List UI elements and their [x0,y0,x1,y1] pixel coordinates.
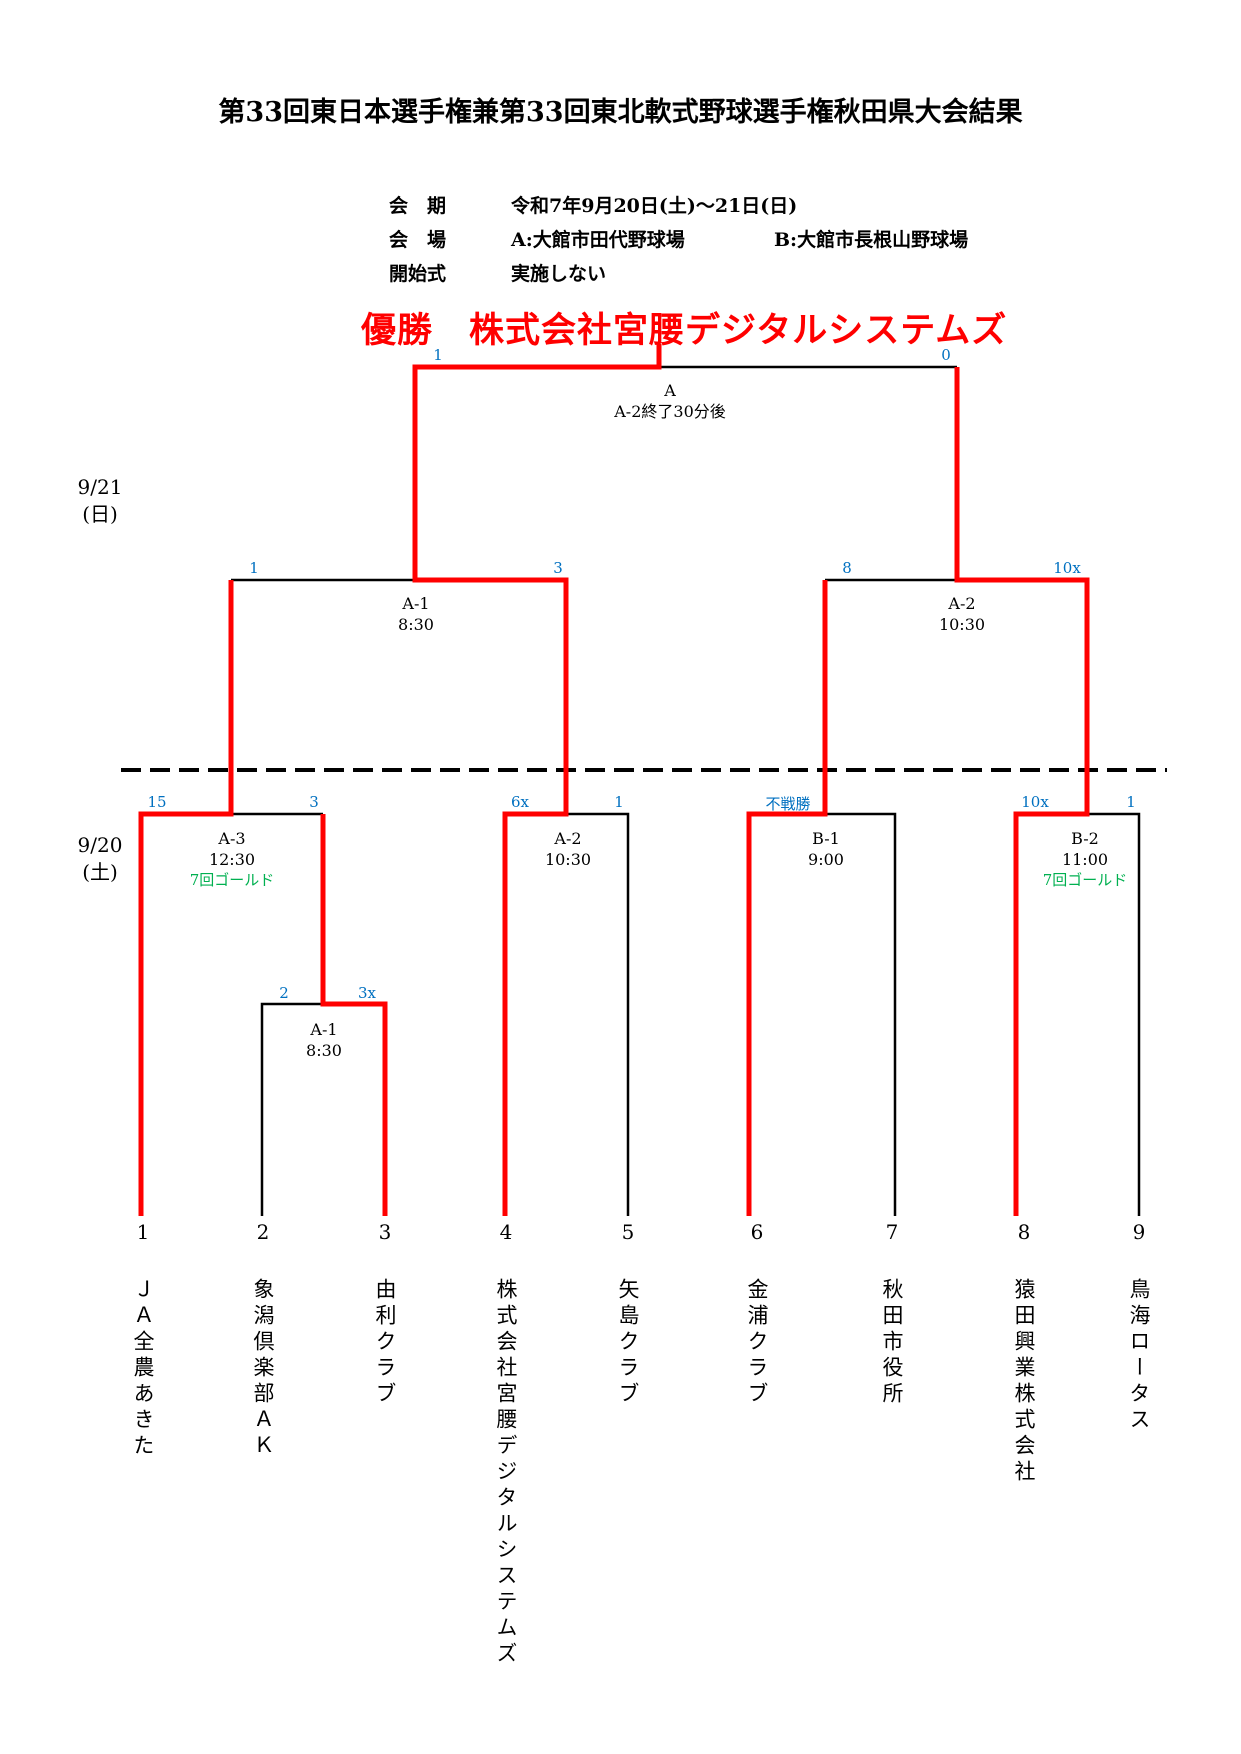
team-name: 矢島クラブ [616,1278,640,1408]
game-name: A-3 [218,829,246,848]
score: 6x [510,793,530,811]
date-day1-weekday: (土) [82,860,118,884]
game-time: 10:30 [544,850,592,869]
bracket-winner-lines [138,344,1090,1216]
game-r0-a1: A-1 8:30 [306,1019,342,1061]
score: 8 [842,559,852,577]
team-name: 鳥海ロータス [1127,1278,1151,1434]
venue-b: B:大館市長根山野球場 [774,229,969,251]
score: 3x [357,984,377,1002]
score: 2 [279,984,289,1002]
ceremony-label: 開始式 [389,263,447,285]
score: 不戦勝 [765,795,811,813]
venue-a: A:大館市田代野球場 [511,229,685,251]
game-time: A-2終了30分後 [614,402,726,421]
game-r1-b1: B-1 9:00 [808,828,844,870]
team-name: ＪＡ全農あきた [131,1278,155,1460]
team-number: 9 [1132,1220,1146,1244]
game-r1-b2: B-2 11:00 7回ゴールド [1043,828,1128,891]
game-time: 9:00 [808,850,844,869]
game-r1-a3: A-3 12:30 7回ゴールド [190,828,275,891]
team-number: 6 [750,1220,764,1244]
score: 15 [147,793,167,811]
team-number: 4 [499,1220,513,1244]
game-name: A-2 [554,829,582,848]
game-time: 8:30 [398,615,434,634]
game-semi1: A-1 8:30 [398,593,434,635]
venue-label: 会 場 [389,229,447,251]
score: 3 [553,559,563,577]
page-title: 第33回東日本選手権兼第33回東北軟式野球選手権秋田県大会結果 [218,97,1023,128]
game-note: 7回ゴールド [1042,871,1128,889]
team-name: 象潟倶楽部ＡＫ [251,1278,275,1460]
game-time: 12:30 [208,850,256,869]
score: 0 [941,346,951,364]
score: 1 [614,793,624,811]
team-name: 株式会社宮腰デジタルシステムズ [494,1278,518,1668]
score: 1 [1126,793,1136,811]
date-day2-text: 9/21 [77,475,123,499]
date-day2-weekday: (日) [82,502,118,526]
date-day1-text: 9/20 [77,833,123,857]
date-day1: 9/20 (土) [78,832,123,886]
score: 3 [309,793,319,811]
team-number: 8 [1017,1220,1031,1244]
game-r1-a2: A-2 10:30 [545,828,591,870]
date-day2: 9/21 (日) [78,474,123,528]
period-value: 令和7年9月20日(土)～21日(日) [511,195,798,217]
game-final: A A-2終了30分後 [614,380,726,422]
team-name: 秋田市役所 [880,1278,904,1408]
team-name: 由利クラブ [373,1278,397,1408]
ceremony-value: 実施しない [511,263,607,285]
game-semi2: A-2 10:30 [939,593,985,635]
game-time: 11:00 [1061,850,1109,869]
team-number: 2 [256,1220,270,1244]
game-name: B-2 [1071,829,1099,848]
game-time: 10:30 [938,615,986,634]
team-number: 1 [136,1220,150,1244]
team-name: 猿田興業株式会社 [1012,1278,1036,1486]
score: 10x [1053,559,1081,577]
game-time: 8:30 [306,1041,342,1060]
period-label: 会 期 [389,195,447,217]
score: 10x [1021,793,1049,811]
score: 1 [433,346,443,364]
game-note: 7回ゴールド [189,871,275,889]
game-name: A [664,381,676,400]
game-name: A-1 [310,1020,338,1039]
game-name: A-1 [402,594,430,613]
champion-banner: 優勝 株式会社宮腰デジタルシステムズ [361,310,1008,351]
team-number: 3 [378,1220,392,1244]
game-name: B-1 [812,829,840,848]
team-name: 金浦クラブ [745,1278,769,1408]
game-name: A-2 [948,594,976,613]
team-number: 5 [621,1220,635,1244]
team-number: 7 [885,1220,899,1244]
bracket-black-lines [231,365,1141,1216]
score: 1 [249,559,259,577]
